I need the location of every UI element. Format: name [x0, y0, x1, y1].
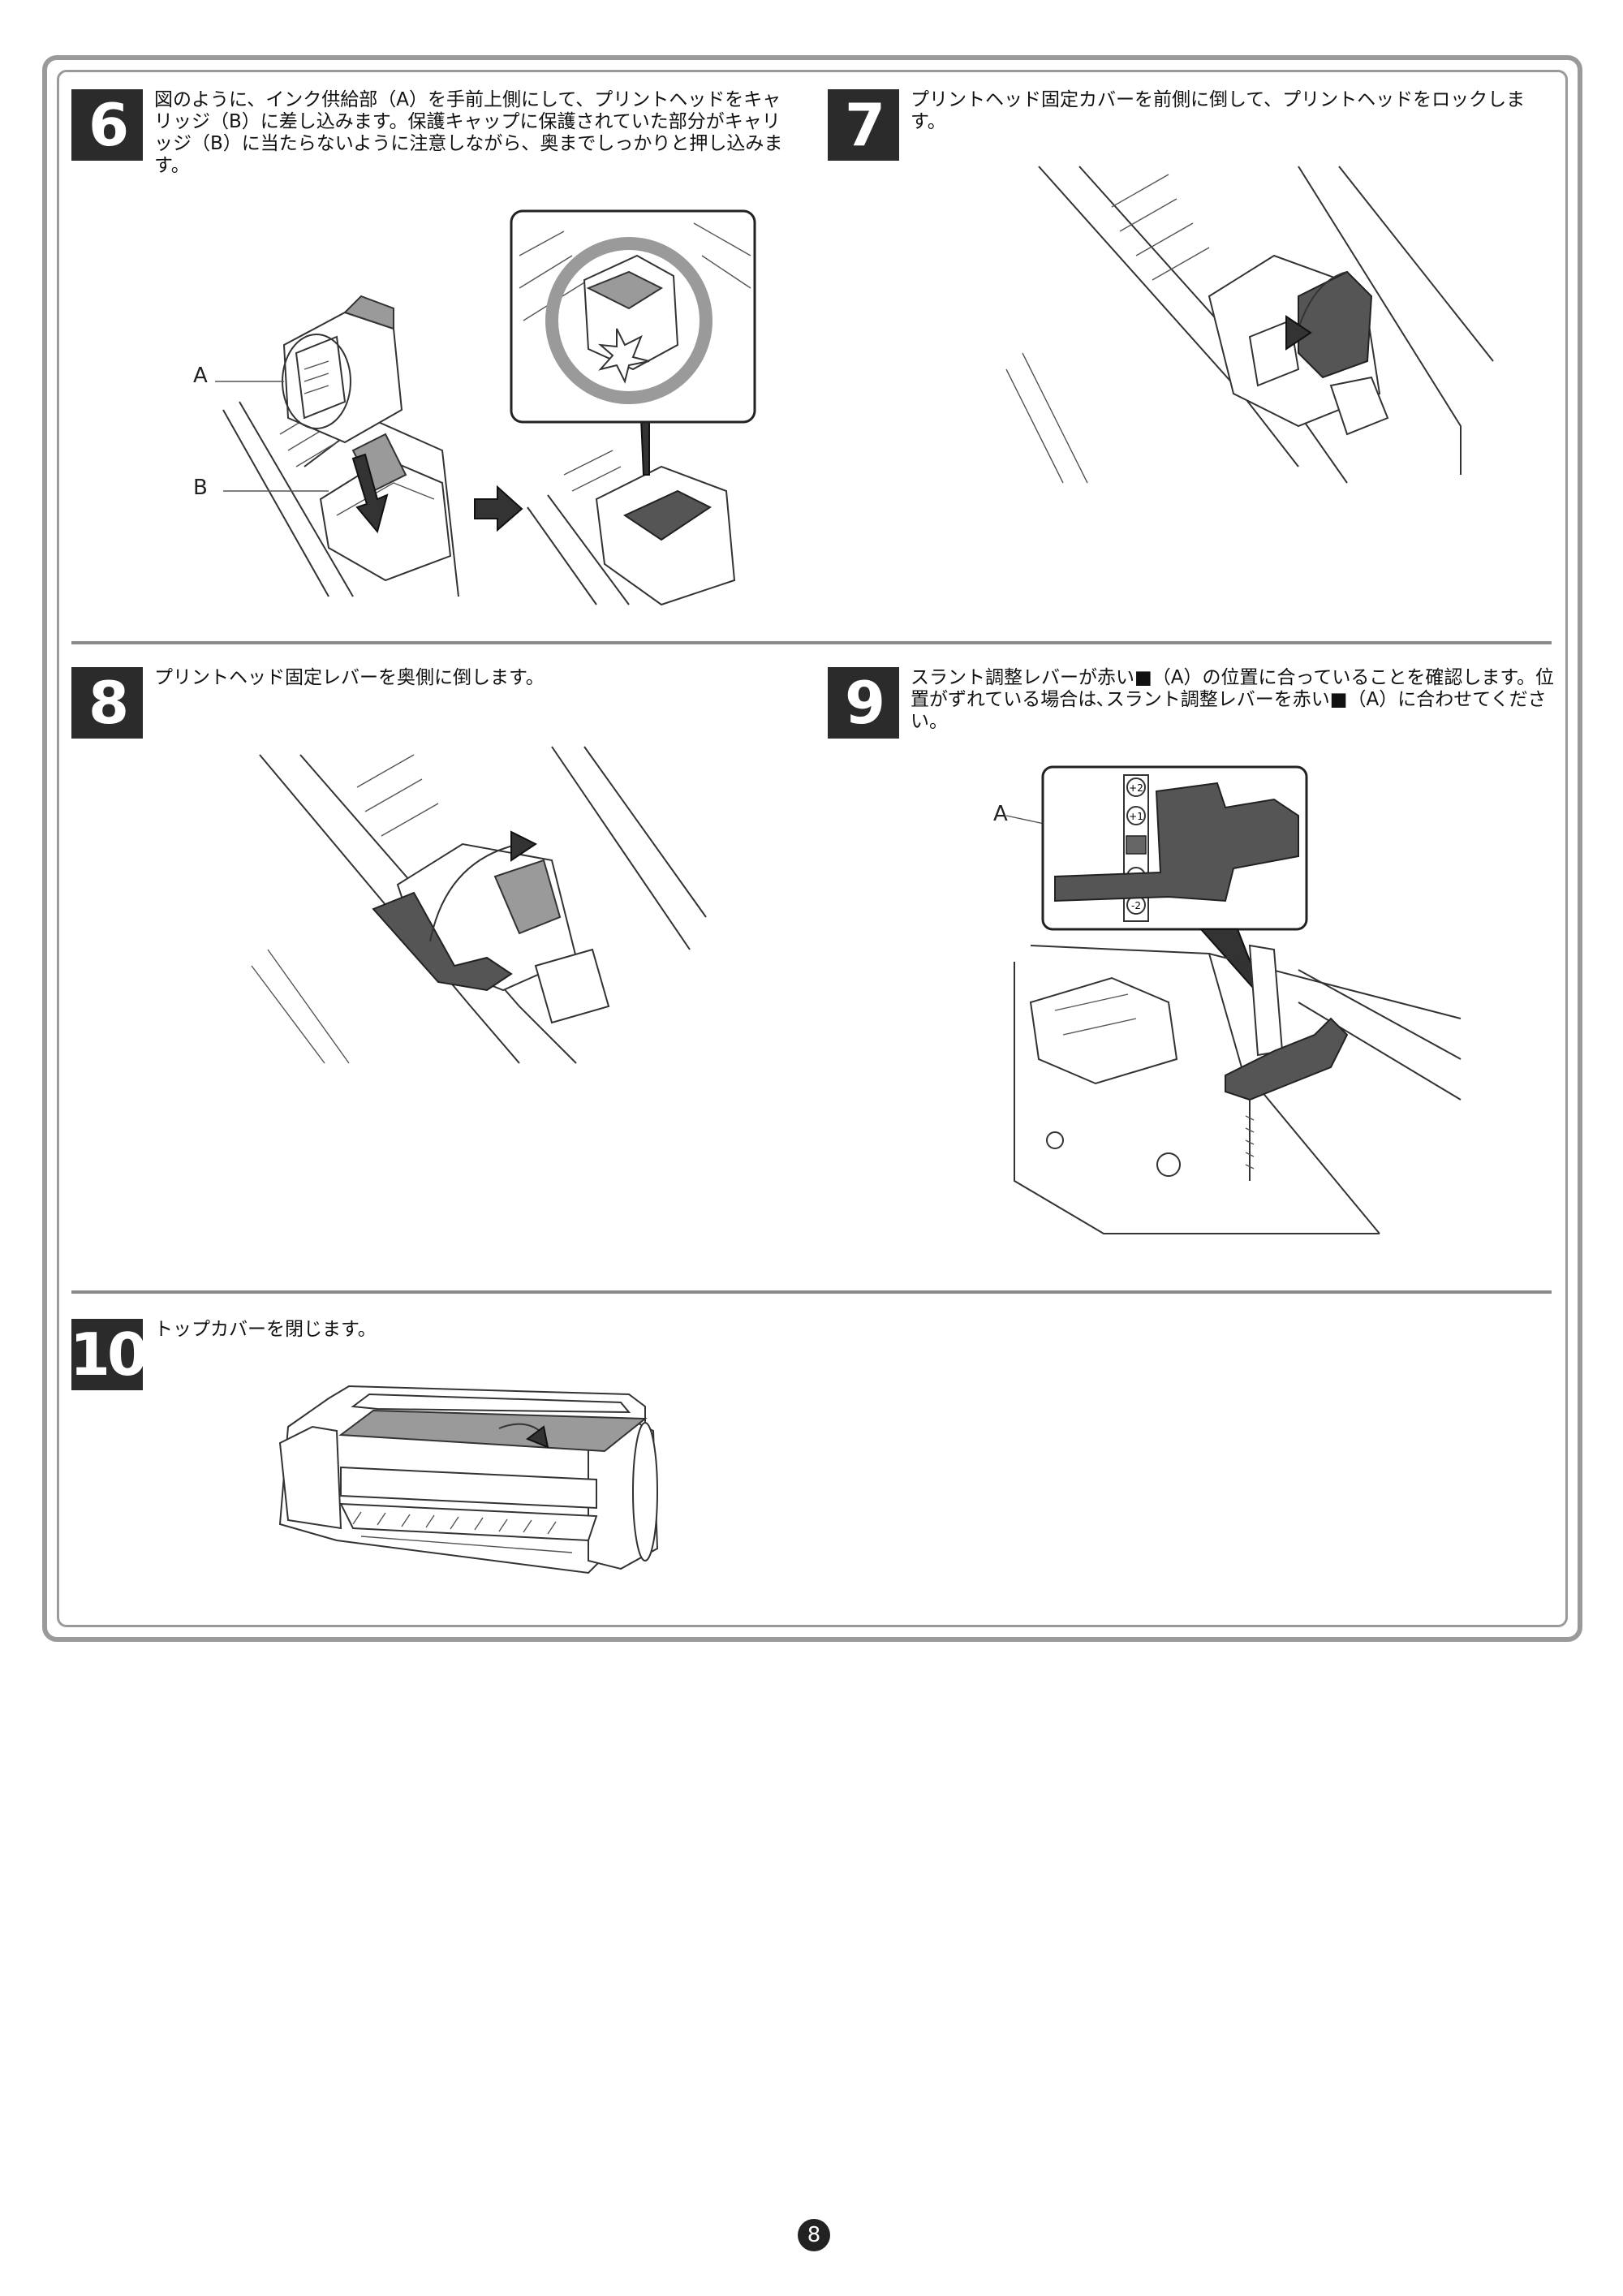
step-number-badge: 6: [71, 89, 143, 161]
zoom-pointer: [639, 417, 650, 476]
zoom-inset: [510, 209, 756, 424]
right-arrow-icon: [474, 485, 523, 532]
step-instruction: プリントヘッド固定カバーを前側に倒して、プリントヘッドをロックします。: [911, 89, 1526, 132]
printhead-insert-illustration: [215, 209, 756, 606]
callout-label: B: [193, 476, 208, 500]
page-frame: [42, 55, 1582, 1642]
page-frame-inner: [57, 70, 1568, 1627]
rotate-arrow-icon: [1285, 315, 1312, 351]
scale-mark: +2: [1129, 782, 1143, 794]
carriage-right: [527, 450, 736, 606]
scale-mark: -2: [1131, 900, 1141, 911]
page-number: 8: [798, 2219, 830, 2251]
step-number-badge: 10: [69, 1319, 148, 1390]
step-instruction: スラント調整レバーが赤い■（A）の位置に合っていることを確認します。位置がずれて…: [911, 667, 1555, 732]
callout-label: A: [193, 364, 208, 388]
step-number-badge: 8: [71, 667, 143, 739]
section-divider: [71, 1290, 1552, 1294]
zoom-inset: +2 +1 -1 -2: [1041, 765, 1308, 931]
close-arrow-icon: [525, 1425, 549, 1449]
printhead: [282, 295, 403, 444]
callout-label: A: [993, 802, 1008, 826]
section-divider: [71, 641, 1552, 644]
step-instruction: トップカバーを閉じます。: [154, 1319, 377, 1340]
down-arrow-icon: [351, 453, 389, 534]
scale-mark: +1: [1129, 811, 1143, 822]
rotate-arrow-icon: [510, 830, 537, 862]
step-number-badge: 7: [828, 89, 899, 161]
step-number-badge: 9: [828, 667, 899, 739]
lock-cover-illustration: [1005, 166, 1494, 484]
lock-lever-illustration: [251, 746, 707, 1064]
step-instruction: 図のように、インク供給部（A）を手前上側にして、プリントヘッドをキャリッジ（B）…: [154, 89, 783, 176]
slant-lever-illustration: +2 +1 -1 -2: [1005, 765, 1462, 1234]
step-instruction: プリントヘッド固定レバーを奥側に倒します。: [154, 667, 545, 688]
printer-illustration: [278, 1385, 659, 1574]
